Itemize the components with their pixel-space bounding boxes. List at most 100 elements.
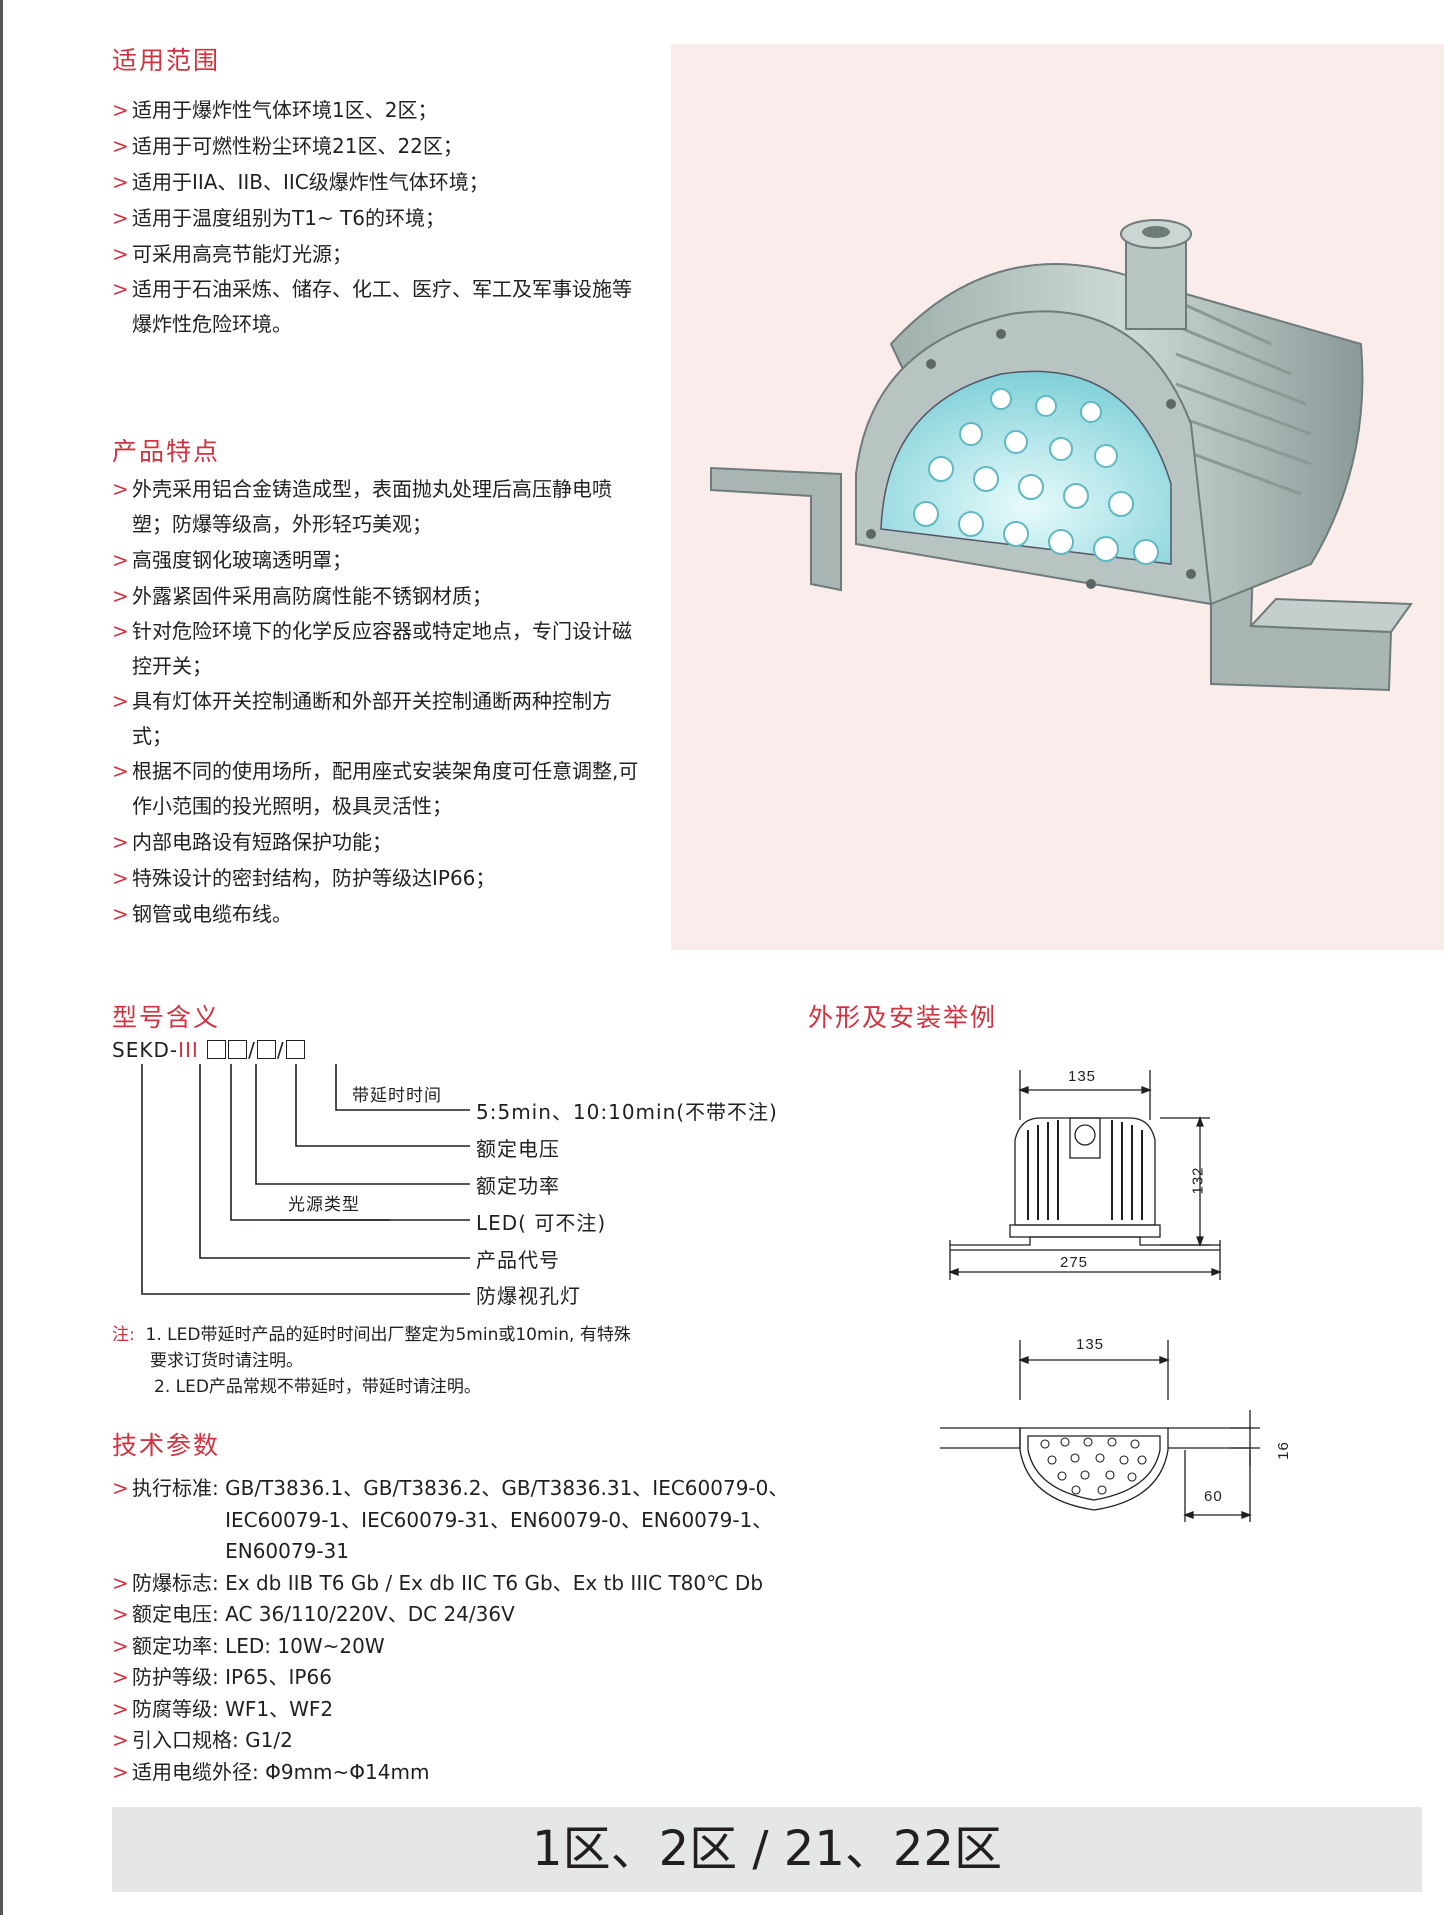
scope-item-2: 适用于可燃性粉尘环境21区、22区； bbox=[132, 134, 463, 158]
arrow-icon: > bbox=[112, 902, 129, 926]
list-item: >适用电缆外径: Φ9mm~Φ14mm bbox=[112, 1757, 788, 1789]
features-list: >外壳采用铝合金铸造成型，表面抛丸处理后高压静电喷塑；防爆等级高，外形轻巧美观；… bbox=[112, 472, 642, 932]
list-item: >防护等级: IP65、IP66 bbox=[112, 1662, 788, 1694]
tech-value: IP65、IP66 bbox=[225, 1665, 332, 1689]
arrow-icon: > bbox=[112, 98, 129, 122]
list-item: >根据不同的使用场所，配用座式安装架角度可任意调整,可作小范围的投光照明，极具灵… bbox=[112, 754, 642, 824]
scope-list: >适用于爆炸性气体环境1区、2区； >适用于可燃性粉尘环境21区、22区； >适… bbox=[112, 92, 642, 342]
scope-item-1: 适用于爆炸性气体环境1区、2区； bbox=[132, 98, 438, 122]
feature-item-2: 高强度钢化玻璃透明罩； bbox=[132, 548, 352, 572]
tech-label: 额定功率: bbox=[132, 1633, 219, 1658]
model-code: SEKD-III // bbox=[112, 1038, 306, 1062]
list-item: >额定电压: AC 36/110/220V、DC 24/36V bbox=[112, 1599, 788, 1631]
product-photo bbox=[671, 44, 1444, 950]
arrow-icon: > bbox=[112, 1476, 129, 1500]
arrow-icon: > bbox=[112, 477, 129, 501]
list-item: >执行标准: GB/T3836.1、GB/T3836.2、GB/T3836.31… bbox=[112, 1473, 788, 1568]
scope-item-3: 适用于IIA、IIB、IIC级爆炸性气体环境； bbox=[132, 170, 489, 194]
model-separator: / bbox=[248, 1038, 256, 1062]
arrow-icon: > bbox=[112, 619, 129, 643]
tech-label: 防护等级: bbox=[132, 1665, 219, 1689]
front-view-drawing bbox=[940, 1340, 1260, 1522]
note-2: 2. LED产品常规不带延时，带延时请注明。 bbox=[154, 1377, 481, 1397]
tech-value-line: EN60079-31 bbox=[225, 1539, 349, 1563]
list-item: >针对危险环境下的化学反应容器或特定地点，专门设计磁控开关； bbox=[112, 614, 642, 684]
list-item: >适用于温度组别为T1~ T6的环境； bbox=[112, 200, 642, 236]
list-item: >高强度钢化玻璃透明罩； bbox=[112, 542, 642, 578]
scope-item-5: 可采用高亮节能灯光源； bbox=[132, 242, 352, 266]
list-item: >防爆标志: Ex db IIB T6 Gb / Ex db IIC T6 Gb… bbox=[112, 1568, 788, 1600]
arrow-icon: > bbox=[112, 1759, 129, 1784]
list-item: >额定功率: LED: 10W~20W bbox=[112, 1631, 788, 1663]
tech-value: G1/2 bbox=[245, 1728, 293, 1752]
note-1: 1. LED带延时产品的延时时间出厂整定为5min或10min, 有特殊 bbox=[145, 1325, 631, 1345]
tech-label: 引入口规格: bbox=[132, 1728, 239, 1752]
features-heading: 产品特点 bbox=[112, 437, 221, 466]
arrow-icon: > bbox=[112, 170, 129, 194]
tech-label: 执行标准: bbox=[132, 1476, 219, 1500]
feature-item-7: 内部电路设有短路保护功能； bbox=[132, 830, 392, 854]
dim-bracket-length: 60 bbox=[1204, 1488, 1223, 1505]
arrow-icon: > bbox=[112, 206, 129, 230]
model-prefix: SEKD- bbox=[112, 1038, 179, 1062]
arrow-icon: > bbox=[112, 1633, 129, 1658]
label-source-type: 光源类型 bbox=[288, 1195, 360, 1215]
model-notes: 注: 1. LED带延时产品的延时时间出厂整定为5min或10min, 有特殊 … bbox=[112, 1322, 631, 1400]
dim-bottom-width: 135 bbox=[1076, 1336, 1105, 1353]
arrow-icon: > bbox=[112, 1665, 129, 1689]
feature-item-8: 特殊设计的密封结构，防护等级达IP66； bbox=[132, 866, 496, 890]
tech-list: >执行标准: GB/T3836.1、GB/T3836.2、GB/T3836.31… bbox=[112, 1473, 788, 1788]
side-view-drawing bbox=[948, 1070, 1222, 1280]
tech-heading: 技术参数 bbox=[112, 1431, 221, 1460]
note-1-cont: 要求订货时请注明。 bbox=[150, 1351, 303, 1371]
arrow-icon: > bbox=[112, 584, 129, 608]
dim-top-width: 135 bbox=[1068, 1068, 1097, 1085]
label-voltage: 额定电压 bbox=[476, 1137, 560, 1161]
list-item: >特殊设计的密封结构，防护等级达IP66； bbox=[112, 860, 642, 896]
placeholder-box bbox=[285, 1040, 305, 1059]
arrow-icon: > bbox=[112, 134, 129, 158]
feature-item-1: 外壳采用铝合金铸造成型，表面抛丸处理后高压静电喷塑；防爆等级高，外形轻巧美观； bbox=[132, 477, 612, 536]
arrow-icon: > bbox=[112, 689, 129, 713]
tech-value: AC 36/110/220V、DC 24/36V bbox=[225, 1602, 515, 1626]
model-heading: 型号含义 bbox=[112, 1003, 221, 1032]
tech-value: GB/T3836.1、GB/T3836.2、GB/T3836.31、IEC600… bbox=[225, 1473, 788, 1568]
arrow-icon: > bbox=[112, 759, 129, 783]
page-left-border bbox=[0, 0, 3, 1915]
feature-item-9: 钢管或电缆布线。 bbox=[132, 902, 292, 926]
label-led: LED( 可不注) bbox=[476, 1211, 607, 1235]
list-item: >外壳采用铝合金铸造成型，表面抛丸处理后高压静电喷塑；防爆等级高，外形轻巧美观； bbox=[112, 472, 642, 542]
tech-value: Φ9mm~Φ14mm bbox=[265, 1759, 430, 1784]
tech-label: 防爆标志: bbox=[132, 1570, 219, 1595]
label-product-code: 产品代号 bbox=[476, 1248, 560, 1272]
arrow-icon: > bbox=[112, 277, 129, 301]
arrow-icon: > bbox=[112, 1728, 129, 1752]
label-power: 额定功率 bbox=[476, 1174, 560, 1198]
feature-item-4: 针对危险环境下的化学反应容器或特定地点，专门设计磁控开关； bbox=[132, 619, 632, 678]
placeholder-box bbox=[256, 1040, 276, 1059]
dim-height: 132 bbox=[1189, 1166, 1207, 1195]
drawing-heading: 外形及安装举例 bbox=[808, 1003, 998, 1032]
placeholder-box bbox=[207, 1040, 227, 1059]
scope-item-6: 适用于石油采炼、储存、化工、医疗、军工及军事设施等爆炸性危险环境。 bbox=[132, 277, 632, 336]
arrow-icon: > bbox=[112, 830, 129, 854]
tech-value: LED: 10W~20W bbox=[225, 1633, 385, 1658]
dim-base-width: 275 bbox=[1060, 1254, 1089, 1271]
arrow-icon: > bbox=[112, 1602, 129, 1626]
dim-bracket-thickness: 16 bbox=[1274, 1441, 1292, 1460]
list-item: >适用于爆炸性气体环境1区、2区； bbox=[112, 92, 642, 128]
tech-label: 额定电压: bbox=[132, 1602, 219, 1626]
zone-footer-banner: 1区、2区 / 21、22区 bbox=[112, 1807, 1422, 1892]
list-item: >具有灯体开关控制通断和外部开关控制通断两种控制方式； bbox=[112, 684, 642, 754]
list-item: >防腐等级: WF1、WF2 bbox=[112, 1694, 788, 1726]
list-item: >引入口规格: G1/2 bbox=[112, 1725, 788, 1757]
note-label: 注: bbox=[112, 1325, 135, 1345]
list-item: >钢管或电缆布线。 bbox=[112, 896, 642, 932]
list-item: >外露紧固件采用高防腐性能不锈钢材质； bbox=[112, 578, 642, 614]
feature-item-3: 外露紧固件采用高防腐性能不锈钢材质； bbox=[132, 584, 492, 608]
label-delay-title: 带延时时间 bbox=[352, 1086, 442, 1106]
arrow-icon: > bbox=[112, 866, 129, 890]
tech-value: Ex db IIB T6 Gb / Ex db IIC T6 Gb、Ex tb … bbox=[225, 1570, 764, 1595]
list-item: >可采用高亮节能灯光源； bbox=[112, 236, 642, 272]
model-separator: / bbox=[276, 1038, 285, 1062]
